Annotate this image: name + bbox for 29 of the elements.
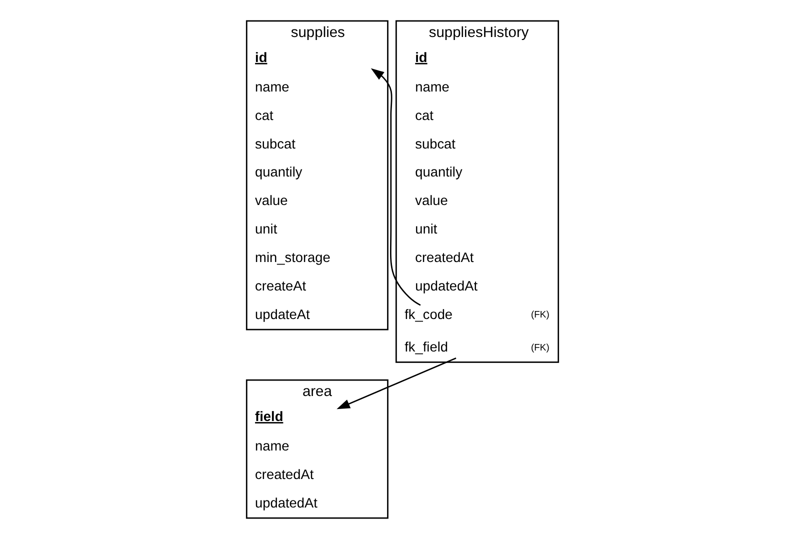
node-text: updatedAt [414, 278, 478, 294]
node-text: quantily [414, 164, 462, 180]
node-text: createdAt [414, 250, 474, 266]
arrow [336, 357, 456, 410]
node-text: updateAt [254, 306, 310, 322]
node-text: value [254, 193, 288, 208]
node-text: field [254, 409, 283, 424]
node-text: subcat [254, 136, 295, 152]
node-text: name [254, 438, 289, 454]
node-text: quantily [254, 164, 302, 180]
arrow [370, 68, 420, 306]
node-text: createAt [254, 278, 306, 294]
node-text: cat [254, 108, 273, 123]
node-text: updatedAt [254, 495, 317, 510]
node-text: subcat [414, 136, 455, 152]
node-text: createdAt [254, 466, 314, 482]
node-text: id [414, 50, 427, 65]
node-label: (FK) [530, 310, 549, 321]
node-text: id [254, 50, 267, 65]
node-text: min_storage [254, 250, 330, 266]
node-text: name [414, 79, 449, 94]
node-text: value [414, 193, 448, 208]
node-text: unit [254, 222, 277, 237]
node-text: fk_field [404, 340, 448, 355]
node-label: (FK) [530, 342, 549, 354]
node-text: name [254, 79, 289, 94]
node-text: unit [414, 222, 437, 237]
node-text: cat [414, 108, 433, 123]
node-text: fk_code [404, 306, 452, 322]
